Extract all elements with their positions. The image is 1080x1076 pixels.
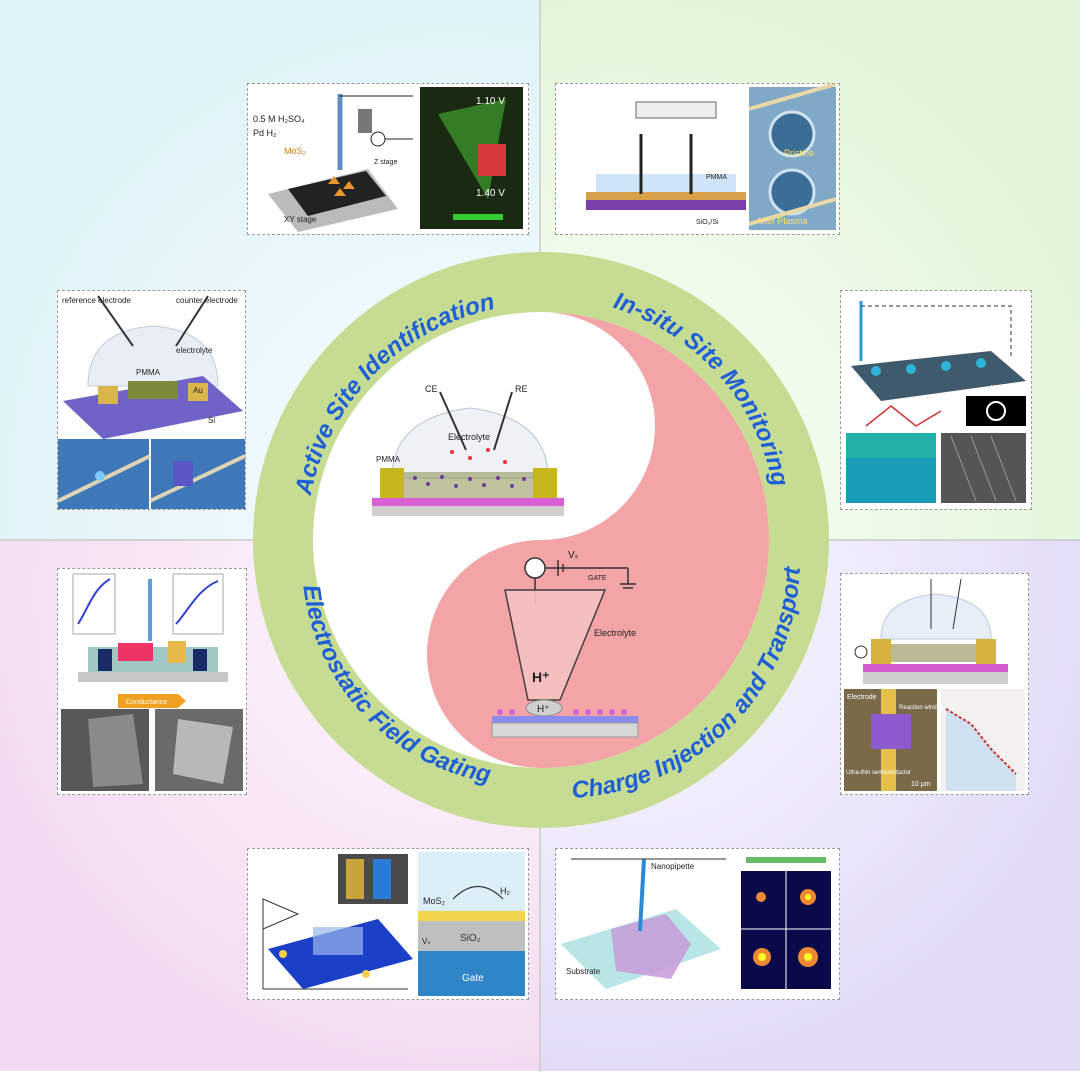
p2-label-pmma: PMMA [706, 174, 727, 181]
center-bottom-schematic: Vₛ GATE Electrolyte H⁺ H⁺ [491, 550, 639, 738]
label-electrolyte-bottom: Electrolyte [594, 628, 636, 638]
p1-label-z-stage: Z stage [374, 159, 397, 166]
label-electrolyte-top: Electrolyte [448, 432, 490, 442]
panel-electrostatic-device: Conductance [57, 568, 247, 795]
label-re: RE [515, 384, 528, 394]
p7-label-h2: H₂ [500, 886, 510, 896]
p6-label-electrode: Electrode [847, 694, 877, 701]
label-vs: Vₛ [568, 550, 579, 561]
label-pmma: PMMA [376, 455, 401, 464]
panel-in-situ-map: WSe₂ [840, 290, 1032, 510]
panel-field-gating: MoS₂ H₂ Vₛ SiO₂ Gate [247, 848, 529, 1000]
p1-label-xy-stage: XY stage [284, 215, 317, 224]
p1-label-110v: 1.10 V [476, 96, 505, 107]
p2-label-after-plasma: After Plasma [756, 216, 808, 226]
p1-label-140v: 1.40 V [476, 188, 505, 199]
p6-label-scalebar: 10 μm [911, 781, 931, 788]
panel-nanopipette: Nanopipette Substrate [555, 848, 840, 1000]
p2-label-pristine: Pristine [784, 148, 814, 158]
label-ce: CE [425, 384, 438, 394]
p1-label-pd: Pd H₂ [253, 128, 277, 138]
panel-reference-electrode: reference electrode counter electrode el… [57, 290, 246, 510]
p5-label-conductance: Conductance [126, 699, 167, 706]
p2-label-sio2: SiO₂/Si [696, 219, 719, 226]
p3-label-electrolyte: electrolyte [176, 346, 213, 355]
panel-in-situ-device: Pristine After Plasma PMMA SiO₂/Si [555, 83, 840, 235]
p7-label-sio2: SiO₂ [460, 933, 481, 944]
p6-label-ultrathin: Ultra-thin semiconductor [846, 770, 911, 776]
p1-label-h2so4: 0.5 M H₂SO₄ [253, 114, 305, 124]
p7-label-vs: Vₛ [422, 937, 430, 946]
p3-label-au: Au [193, 386, 203, 395]
label-hplus-1: H⁺ [532, 669, 550, 685]
p7-label-gate: Gate [462, 973, 484, 984]
p6-label-reaction-window: Reaction window [899, 705, 945, 711]
p8-label-nanopipette: Nanopipette [651, 862, 695, 871]
p8-label-substrate: Substrate [566, 967, 601, 976]
label-gate: GATE [588, 575, 607, 582]
p3-label-counter: counter electrode [176, 296, 238, 305]
p3-label-si: Si [208, 416, 215, 425]
label-hplus-2: H⁺ [537, 704, 550, 715]
p3-label-reference: reference electrode [62, 296, 131, 305]
p7-label-mos2: MoS₂ [423, 896, 446, 906]
panel-active-site-sem: 0.5 M H₂SO₄ Pd H₂ MoS₂ XY stage Z stage … [247, 83, 529, 235]
p4-label-wse2: WSe₂ [991, 384, 1011, 393]
center-top-schematic: CE RE Electrolyte PMMA [372, 384, 564, 516]
p1-label-mos2: MoS₂ [284, 146, 307, 156]
p3-label-pmma: PMMA [136, 368, 161, 377]
panel-charge-injection: Electrode Reaction window Ultra-thin sem… [840, 573, 1029, 795]
